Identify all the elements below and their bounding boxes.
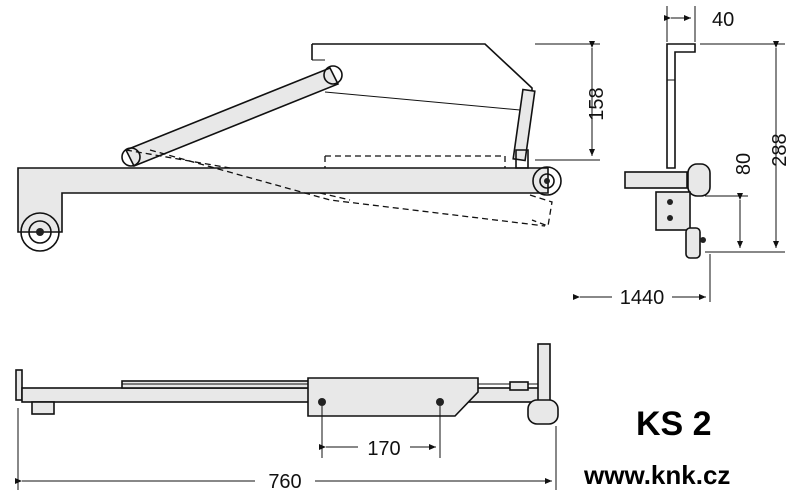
dim-158: 158 [586,87,608,120]
dim-1440: 1440 [620,287,665,309]
right-wheel [532,166,562,196]
side-view [17,41,600,252]
dim-170: 170 [367,438,400,460]
left-wheel [20,212,60,252]
dim-288: 288 [769,133,791,166]
plan-view [15,343,559,490]
end-view [573,6,785,302]
model-label: KS 2 [636,405,712,443]
dim-40: 40 [712,9,734,31]
dim-760: 760 [268,471,301,493]
dim-80: 80 [733,153,755,175]
website-label: www.knk.cz [584,460,731,490]
